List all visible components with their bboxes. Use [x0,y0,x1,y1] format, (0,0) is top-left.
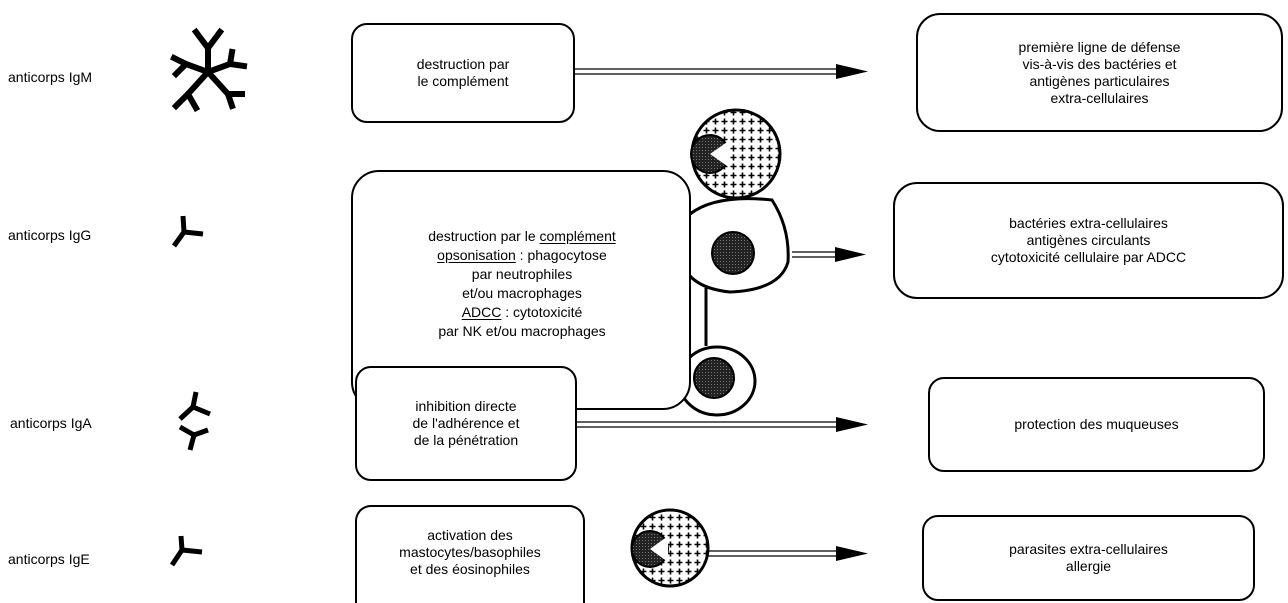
label-igg: anticorps IgG [8,227,92,243]
macrophage-cell-icon [678,197,790,294]
outcome-box-igg: bactéries extra-cellulaires antigènes ci… [893,182,1284,299]
outcome-box-ige: parasites extra-cellulaires allergie [922,515,1255,601]
mechanism-igg-line-6: par NK et/ou macrophages [438,323,606,339]
arrow-ige [707,546,868,561]
mechanism-iga-line-2: de l'adhérence et [412,415,520,431]
outcome-box-iga: protection des muqueuses [928,377,1265,472]
mechanism-igg-line-4: et/ou macrophages [462,285,582,301]
mechanism-ige-line-1: activation des [427,526,513,543]
mechanism-igg-line-3: par neutrophiles [471,266,573,282]
outcome-igg-line-1: bactéries extra-cellulaires [1009,215,1168,231]
mechanism-box-ige: activation des mastocytes/basophiles et … [355,505,585,603]
label-iga: anticorps IgA [10,415,92,431]
igm-antibody-icon [169,27,248,113]
arrow-iga [577,417,868,432]
mechanism-iga-line-1: inhibition directe [415,398,517,414]
outcome-igm-line-3: antigènes particulaires [1029,72,1170,89]
outcome-igm-line-1: première ligne de défense [1018,38,1181,55]
outcome-igm-line-2: vis-à-vis des bactéries et [1022,55,1177,72]
outcome-ige-line-1: parasites extra-cellulaires [1009,541,1168,557]
label-igm: anticorps IgM [8,69,93,85]
outcome-igm-line-4: extra-cellulaires [1050,89,1149,106]
mast-cell-icon-igg [690,108,782,200]
mechanism-ige-line-2: mastocytes/basophiles [399,543,541,560]
label-ige: anticorps IgE [8,551,90,567]
outcome-box-igm: première ligne de défense vis-à-vis des … [916,13,1283,132]
outcome-igg-line-2: antigènes circulants [1026,232,1151,248]
ige-antibody-icon [169,535,203,567]
mechanism-igm-line-1: destruction par [416,56,510,72]
iga-antibody-icon [178,391,211,451]
mechanism-igg-line-2: opsonisation : phagocytose [437,247,607,263]
arrow-igm [573,64,868,79]
mechanism-box-igm: destruction par le complément [351,23,575,123]
mechanism-ige-line-3: et des éosinophiles [410,560,530,577]
mechanism-igg-line-5: ADCC : cytotoxicité [461,304,583,320]
mechanism-iga-line-3: de la pénétration [413,432,519,448]
mechanism-igm-line-2: le complément [417,73,509,89]
outcome-igg-line-3: cytotoxicité cellulaire par ADCC [990,249,1187,265]
outcome-ige-line-2: allergie [1065,558,1112,574]
outcome-iga-line-1: protection des muqueuses [1014,416,1179,432]
igg-antibody-icon [171,215,204,248]
mast-cell-icon-ige [630,508,710,588]
mechanism-box-iga: inhibition directe de l'adhérence et de … [355,366,577,481]
arrow-igg [792,247,866,262]
mechanism-igg-line-1: destruction par le complément [428,228,616,244]
